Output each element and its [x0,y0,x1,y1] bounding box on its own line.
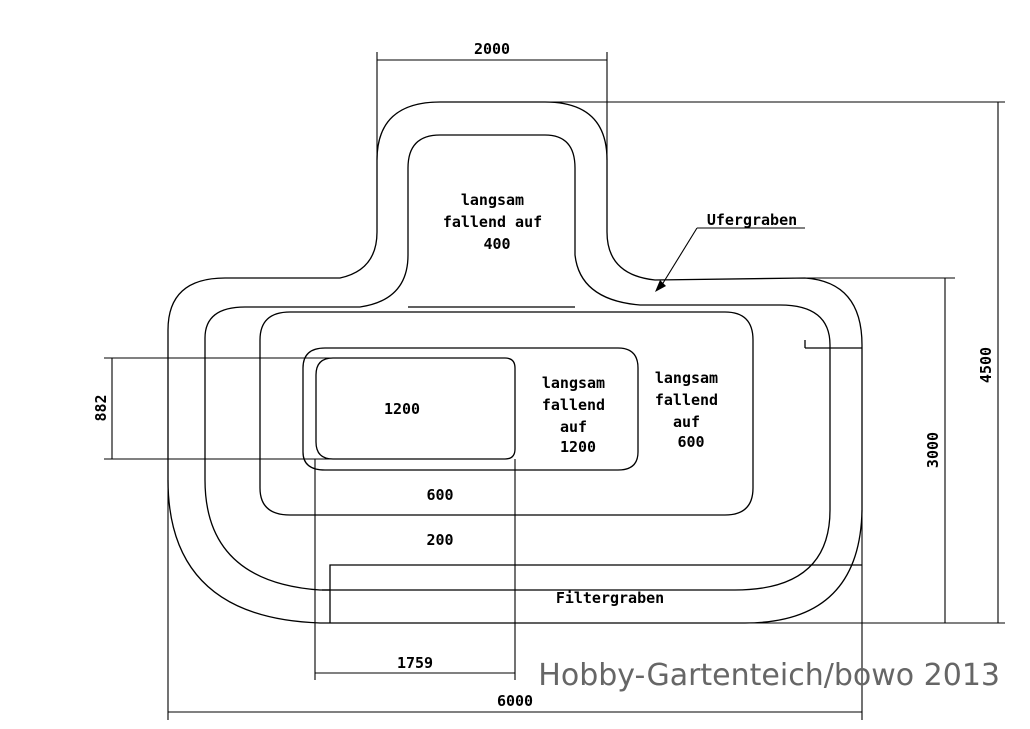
ufergraben-arrowhead [655,280,666,292]
zone-400-line-2: fallend auf [443,213,542,231]
zone-600-label: 600 [426,486,453,504]
ufergraben-label: Ufergraben [707,211,797,229]
dim-882-text: 882 [92,394,110,421]
zone-600-slope-line-3: auf [673,413,700,431]
zone-400-label: langsam fallend auf 400 [443,191,551,253]
watermark-text: Hobby-Gartenteich/bowo 2013 [538,658,1000,693]
dim-1759-text: 1759 [397,654,433,672]
dim-2000-text: 2000 [474,40,510,58]
filtergraben-label: Filtergraben [556,589,664,607]
dim-4500-text: 4500 [977,347,995,383]
zone-200-label: 200 [426,531,453,549]
ufergraben-leader [659,227,698,289]
zone-600-slope-label: langsam fallend auf 600 [655,369,727,451]
pond-inner-outline [204,134,831,591]
deep-zone-outline [315,357,516,460]
zone-1200-outline [302,347,639,471]
zone-600-outline [259,311,754,516]
dim-6000-text: 6000 [497,692,533,710]
zone-400-line-1: langsam [461,191,524,209]
deep-zone-label: 1200 [384,400,420,418]
zone-1200-slope-line-2: fallend [542,396,605,414]
filtergraben-partition [329,564,862,623]
zone-1200-slope-line-3: auf [560,418,587,436]
dim-3000-text: 3000 [924,432,942,468]
zone-600-slope-line-4: 600 [677,433,704,451]
zone-1200-slope-line-4: 1200 [560,438,596,456]
pond-outer-outline [167,101,863,624]
zone-400-line-3: 400 [483,235,510,253]
zone-1200-slope-label: langsam fallend auf 1200 [542,374,614,456]
zone-600-slope-line-2: fallend [655,391,718,409]
zone-1200-slope-line-1: langsam [542,374,605,392]
zone-600-slope-line-1: langsam [655,369,718,387]
